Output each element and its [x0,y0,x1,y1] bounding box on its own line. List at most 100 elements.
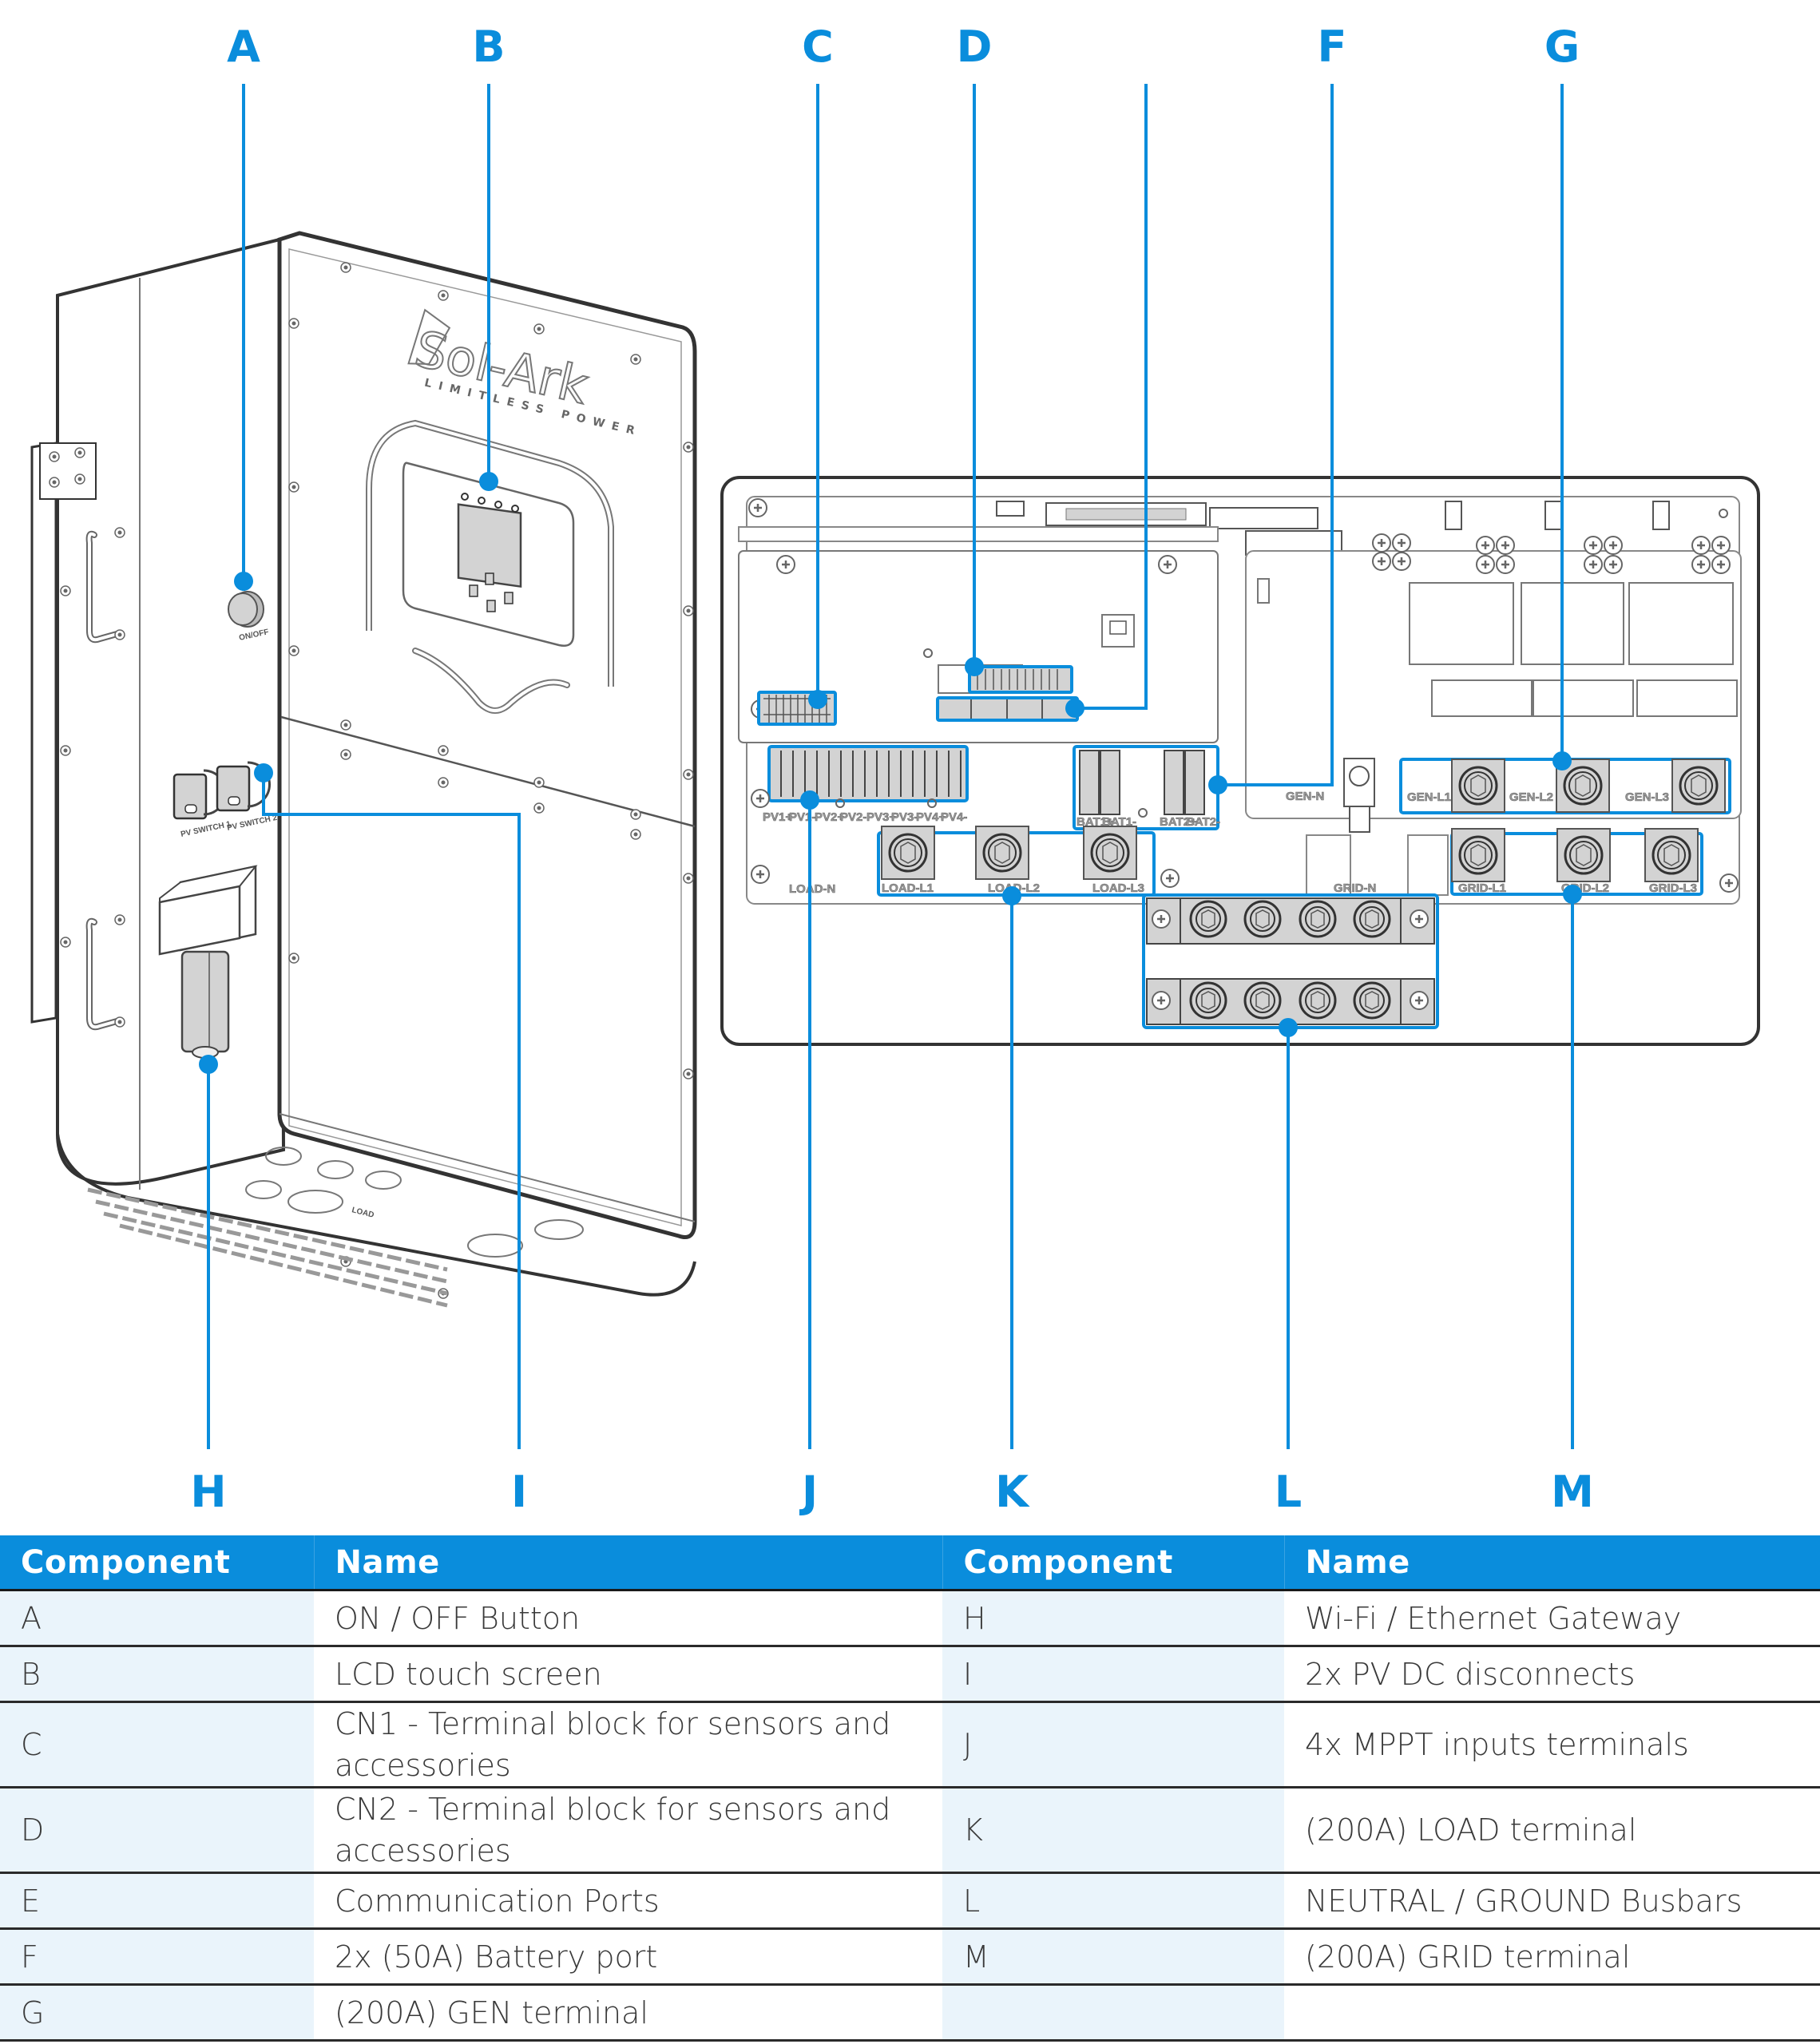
gen-l3-label: GEN-L3 [1625,790,1669,804]
table-row: G (200A) GEN terminal [0,1984,1820,2042]
callout-label-c: C [802,22,834,72]
svg-text:PV1-: PV1- [789,810,815,824]
callout-dot-f [1208,775,1227,794]
component-name: (200A) GRID terminal [1284,1928,1820,1986]
gen-n-label: GEN-N [1286,790,1324,803]
header-component-left: Component [0,1535,314,1591]
callout-label-k: K [995,1467,1030,1517]
header-name-left: Name [313,1535,942,1591]
component-name: (200A) LOAD terminal [1284,1787,1820,1874]
table-row: F 2x (50A) Battery port M (200A) GRID te… [0,1928,1820,1986]
component-letter: M [942,1928,1284,1986]
callout-dot-e [1065,699,1084,718]
callout-dot-i [254,763,273,782]
grid-l1-label: GRID-L1 [1458,881,1506,895]
status-leds [461,493,519,513]
callout-label-g: G [1544,22,1580,72]
callout-dot-g [1552,751,1572,770]
callout-label-j: J [799,1467,818,1517]
grid-n-label: GRID-N [1334,881,1376,895]
pv-terminal-labels: PV1+ PV1- PV2+ PV2- PV3+ PV3- PV4+ PV4- [763,810,968,825]
component-name [1284,1984,1820,2042]
component-name: Communication Ports [314,1872,942,1930]
component-name: LCD touch screen [314,1646,942,1703]
svg-text:PV3-: PV3- [891,810,918,824]
on-off-button[interactable] [228,591,264,628]
component-letter: I [942,1646,1284,1703]
callout-letters-top: A B C D F G [227,22,1580,72]
mppt-input-terminals[interactable] [767,745,969,802]
svg-text:PV3+: PV3+ [866,810,896,824]
table-row: B LCD touch screen I 2x PV DC disconnect… [0,1646,1820,1703]
inverter-illustration: Sol-Ark LIMITLESS POWER ON/O [30,231,697,1308]
callout-dot-a [234,572,253,591]
table-header-row: Component Name Component Name [0,1535,1820,1591]
load-knockout-label: LOAD [351,1206,375,1220]
svg-text:PV4+: PV4+ [916,810,946,824]
component-letter: G [0,1984,314,2042]
side-handle-top [85,527,125,644]
bat1-neg-label: BAT1- [1102,815,1136,829]
bat2-pos-label: BAT2+ [1160,815,1197,829]
side-handle-bottom [85,914,125,1031]
callout-letters-bottom: H I J K L M [190,1467,1593,1517]
gen-neutral-lug: GEN-N [1286,758,1375,833]
table-row: E Communication Ports L NEUTRAL / GROUND… [0,1872,1820,1930]
component-letter: F [0,1928,314,1986]
component-letter: H [942,1590,1284,1647]
gen-l2-label: GEN-L2 [1509,790,1553,804]
communication-ports[interactable] [936,696,1079,722]
cn2-terminal-block[interactable] [938,664,1073,694]
table-row: C CN1 - Terminal block for sensors and a… [0,1701,1820,1788]
pv-dc-disconnect-2[interactable] [216,761,271,812]
wifi-ethernet-gateway[interactable] [158,865,258,1059]
callout-dot-d [965,657,984,676]
table-row: A ON / OFF Button H Wi-Fi / Ethernet Gat… [0,1590,1820,1647]
component-letter: E [0,1872,314,1930]
component-letter: L [942,1872,1284,1930]
grid-terminal[interactable]: GRID-L1 GRID-L2 GRID-L3 [1450,827,1703,896]
component-letter [942,1984,1284,2042]
svg-text:PV2-: PV2- [840,810,866,824]
bat2-neg-label: BAT2- [1186,815,1220,829]
grid-l3-label: GRID-L3 [1649,881,1697,895]
component-name: (200A) GEN terminal [314,1984,942,2042]
component-name: 2x PV DC disconnects [1284,1646,1820,1703]
callout-label-h: H [190,1467,226,1517]
component-name: 2x (50A) Battery port [314,1928,942,1986]
callout-dot-k [1002,886,1021,905]
component-name: CN1 - Terminal block for sensors and acc… [314,1701,942,1788]
component-diagram: Sol-Ark LIMITLESS POWER ON/O [30,22,1760,1517]
load-l1-label: LOAD-L1 [882,881,934,895]
load-terminal[interactable]: LOAD-L1 LOAD-L2 LOAD-L3 [877,825,1156,897]
components-table: Component Name Component Name A ON / OFF… [0,1535,1820,2042]
load-n-label: LOAD-N [789,882,835,896]
bat1-pos-label: BAT1+ [1077,815,1114,829]
svg-text:PV1+: PV1+ [763,810,792,824]
callout-label-f: F [1318,22,1347,72]
callout-dot-j [800,790,819,810]
component-name: ON / OFF Button [314,1590,942,1647]
component-letter: D [0,1787,314,1874]
load-l3-label: LOAD-L3 [1092,881,1144,895]
callout-label-a: A [227,22,260,72]
component-letter: A [0,1590,314,1647]
component-name: 4x MPPT inputs terminals [1284,1701,1820,1788]
header-name-right: Name [1283,1535,1820,1591]
callout-label-b: B [472,22,505,72]
table-row: D CN2 - Terminal block for sensors and a… [0,1787,1820,1874]
svg-text:PV4-: PV4- [941,810,967,824]
component-name: CN2 - Terminal block for sensors and acc… [314,1787,942,1874]
callout-dot-c [808,690,827,709]
callout-dot-b [479,472,498,491]
gen-l1-label: GEN-L1 [1407,790,1451,804]
component-letter: J [942,1701,1284,1788]
callout-lines [207,84,1574,1449]
callout-label-i: I [511,1467,527,1517]
display-nav-buttons[interactable] [469,572,513,612]
component-letter: B [0,1646,314,1703]
terminal-panel-illustration: PV1+ PV1- PV2+ PV2- PV3+ PV3- PV4+ PV4- … [720,476,1760,1046]
header-component-right: Component [942,1535,1284,1591]
callout-dot-h [199,1055,218,1074]
callout-dot-l [1279,1018,1298,1037]
